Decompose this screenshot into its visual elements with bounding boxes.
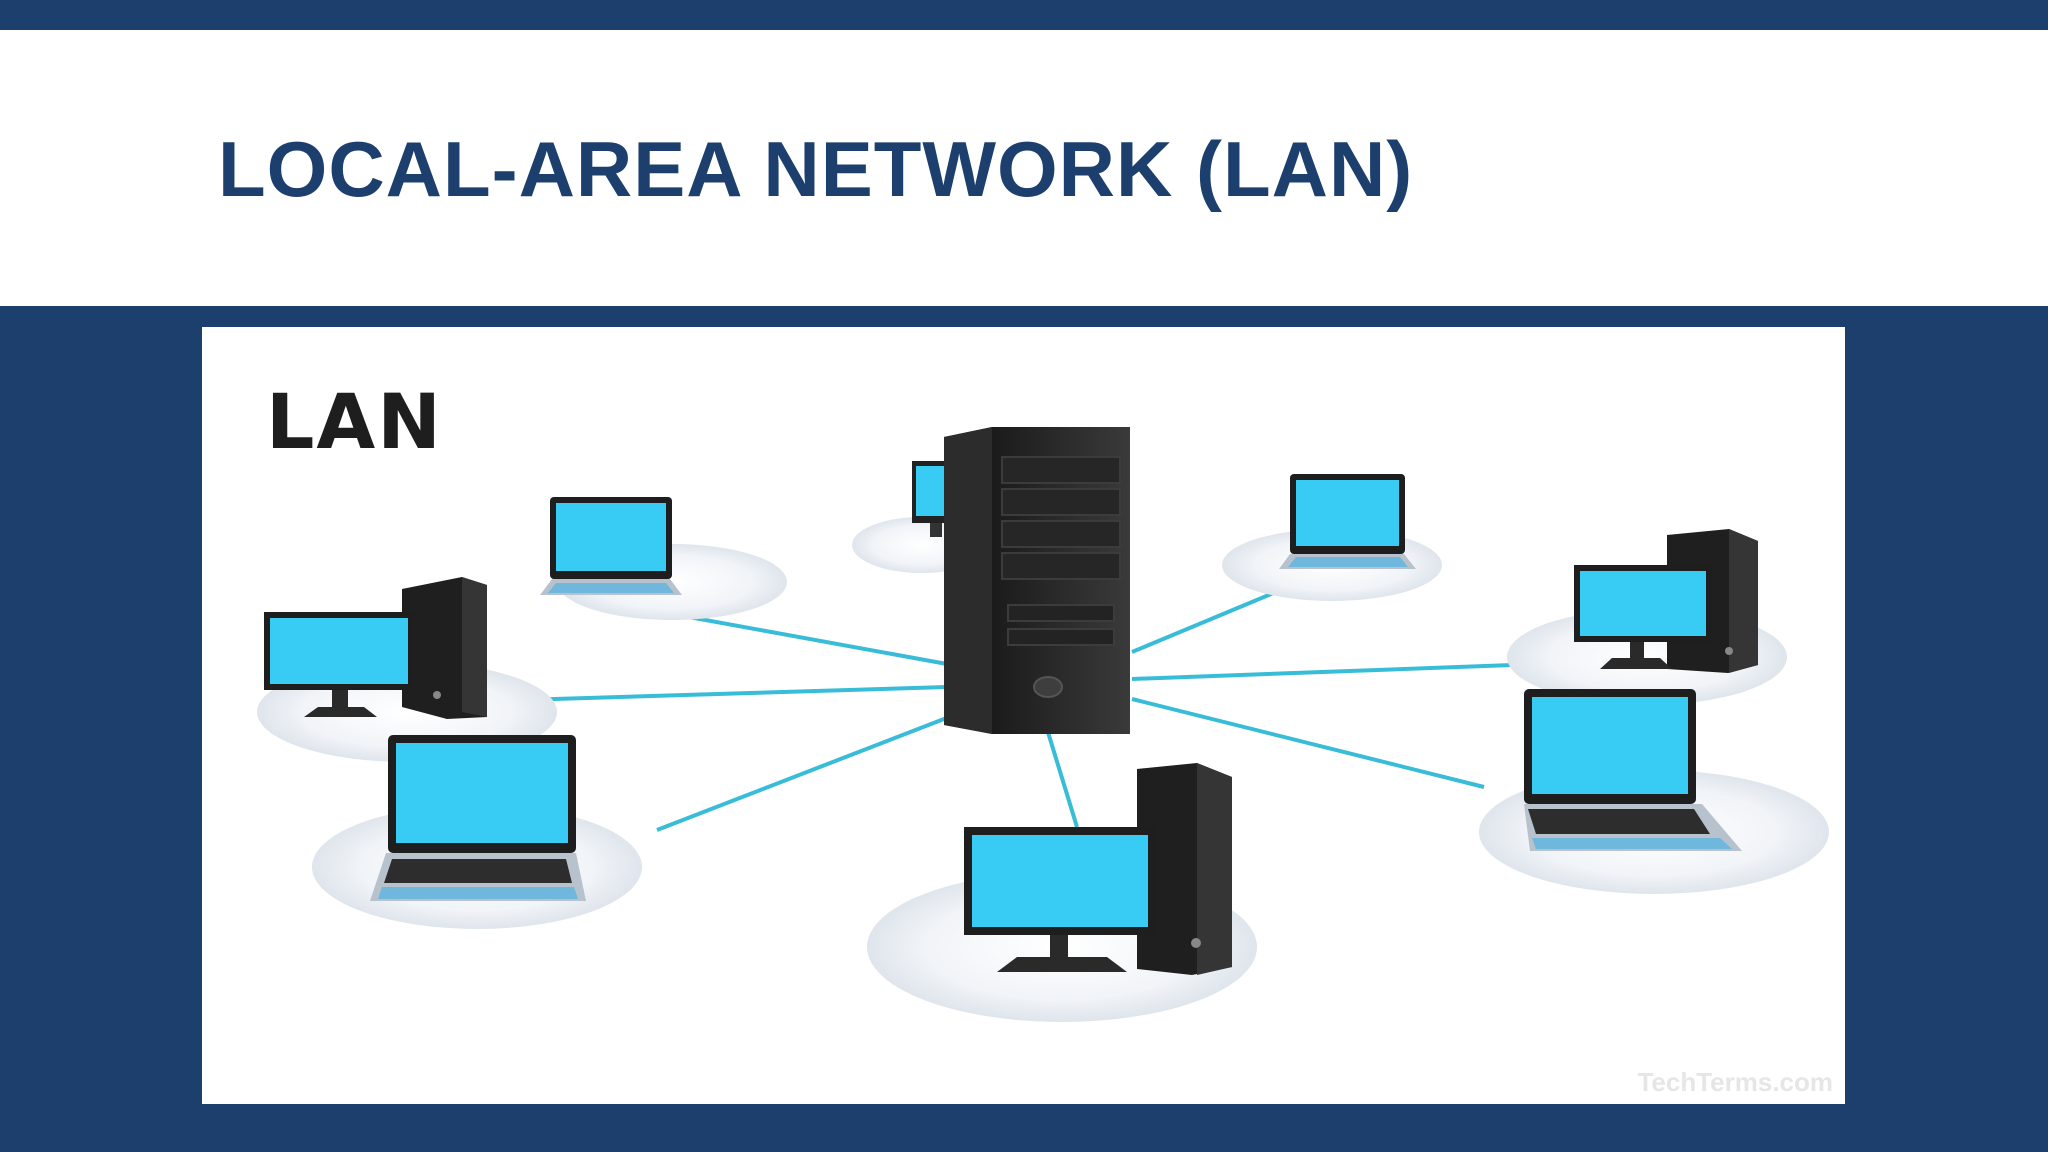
watermark: TechTerms.com: [1637, 1067, 1833, 1097]
desktop-left: [264, 577, 487, 719]
laptop-top-right: [1279, 474, 1416, 569]
cable-laptop-top-left: [677, 613, 948, 666]
cable-desktop-left: [521, 685, 948, 702]
cable-laptop-bottom-right: [1131, 697, 1485, 789]
cable-desktop-right: [1131, 663, 1513, 681]
server-tower: [944, 427, 1130, 734]
laptop-bottom-right: [1524, 689, 1742, 851]
laptop-top-left: [540, 497, 682, 595]
diagram-label: LAN: [266, 377, 443, 466]
cable-laptop-bottom-left: [656, 710, 963, 832]
title-band: [0, 30, 2048, 306]
desktop-right: [1574, 529, 1758, 673]
slide-title: LOCAL-AREA NETWORK (LAN): [218, 125, 1414, 213]
lan-diagram: LAN TechTerms.com: [202, 327, 1845, 1104]
lan-diagram-svg: [257, 427, 1829, 1022]
desktop-bottom: [964, 763, 1232, 975]
laptop-bottom-left: [370, 735, 586, 901]
cable-desktop-bottom: [1045, 728, 1079, 828]
